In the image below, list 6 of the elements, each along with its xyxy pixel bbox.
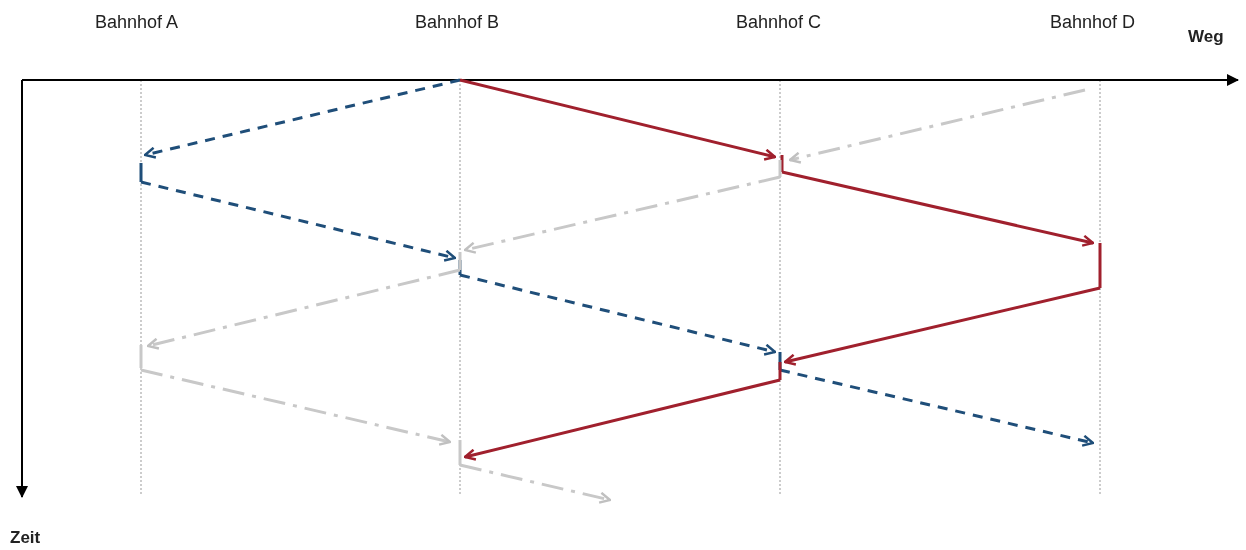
station-label: Bahnhof D <box>1050 12 1136 33</box>
axis-label: Zeit <box>10 528 41 548</box>
station-label: Bahnhof C <box>736 12 822 33</box>
station-label: Bahnhof B <box>415 12 500 33</box>
station-label: Bahnhof A <box>95 12 179 33</box>
axis-label: Weg <box>1188 27 1224 47</box>
